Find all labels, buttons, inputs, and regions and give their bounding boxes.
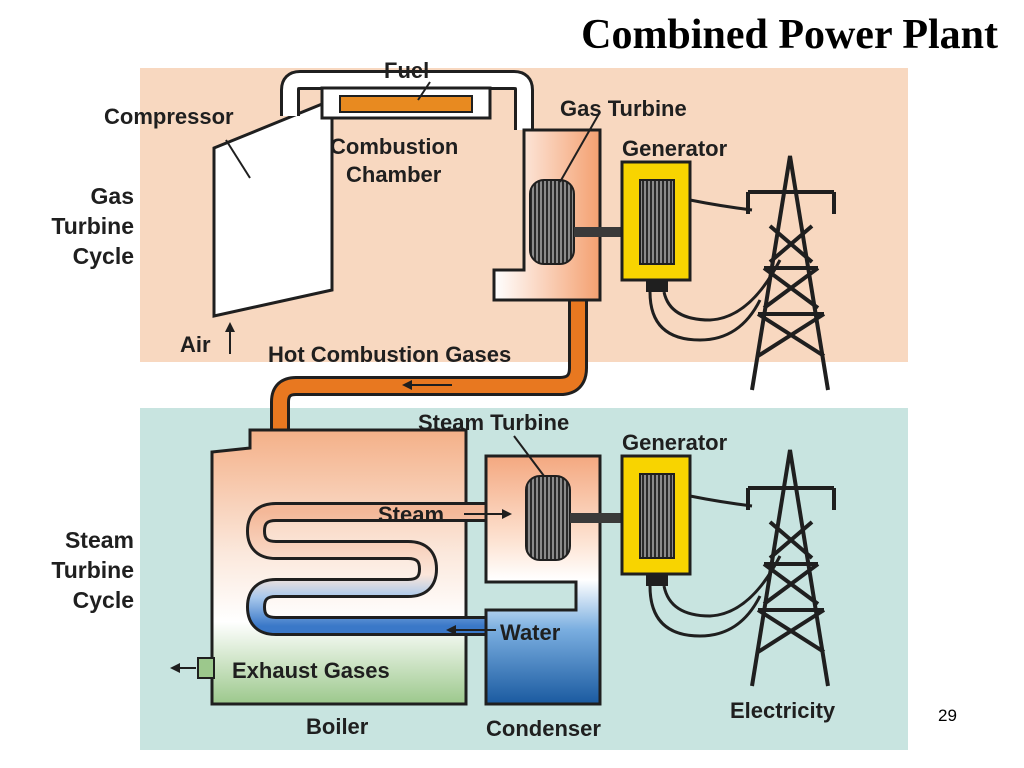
steam-turbine-label: Steam Turbine: [418, 410, 569, 435]
gas-turbine-label: Gas Turbine: [560, 96, 687, 121]
condenser-label: Condenser: [486, 716, 601, 741]
steam-turbine-rotor-icon: [525, 475, 571, 561]
fuel-bar: [339, 95, 473, 113]
gas-cycle-label-3: Cycle: [73, 243, 134, 269]
gas-tower-icon: [746, 155, 836, 391]
fuel-label: Fuel: [384, 58, 429, 83]
page-number: 29: [938, 706, 957, 725]
steam-power-cable: [648, 585, 762, 638]
water-label: Water: [500, 620, 561, 645]
steam-cycle-label-3: Cycle: [73, 587, 134, 613]
exhaust-outlet: [197, 657, 215, 679]
hot-gases-label: Hot Combustion Gases: [268, 342, 511, 367]
gas-cycle-label-1: Gas: [91, 183, 134, 209]
compressor-label: Compressor: [104, 104, 234, 129]
exhaust-label: Exhaust Gases: [232, 658, 390, 683]
generator-top-label: Generator: [622, 136, 728, 161]
boiler-label: Boiler: [306, 714, 369, 739]
steam-cycle-label-1: Steam: [65, 527, 134, 553]
gas-cycle-label-2: Turbine: [51, 213, 134, 239]
gas-turbine-rotor-icon: [529, 179, 575, 265]
steam-label: Steam: [378, 502, 444, 527]
combustion-label-2: Chamber: [346, 162, 442, 187]
generator-bottom-label: Generator: [622, 430, 728, 455]
steam-tower-icon: [746, 449, 836, 687]
gas-power-cable: [648, 291, 762, 342]
air-label: Air: [180, 332, 211, 357]
steam-cycle-label-2: Turbine: [51, 557, 134, 583]
slide-title: Combined Power Plant: [581, 12, 998, 58]
combustion-label-1: Combustion: [330, 134, 458, 159]
electricity-label: Electricity: [730, 698, 836, 723]
